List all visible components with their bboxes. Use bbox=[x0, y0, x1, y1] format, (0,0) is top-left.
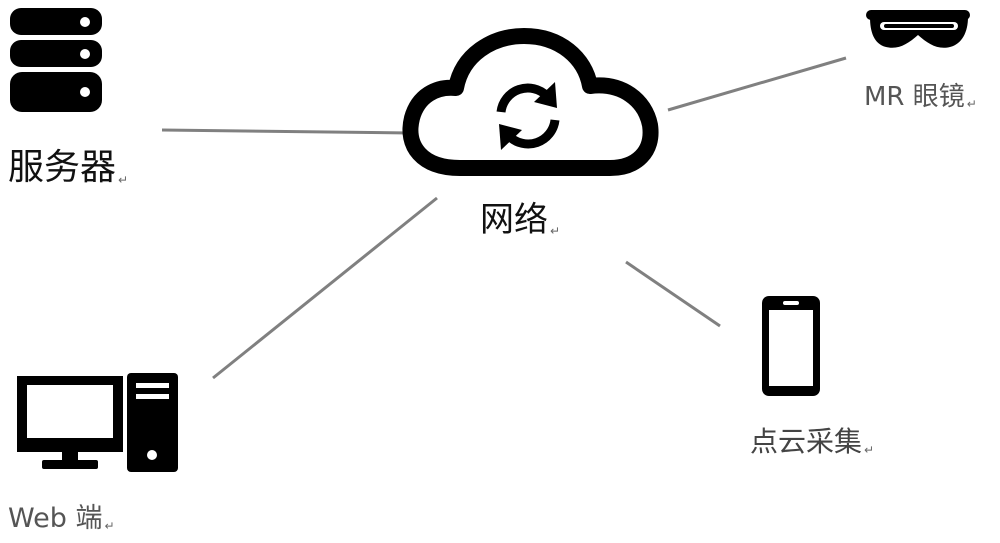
phone-label-text: 点云采集 bbox=[750, 425, 863, 458]
smartphone-icon bbox=[762, 296, 820, 396]
link-network-mr bbox=[667, 56, 847, 112]
server-label-text: 服务器 bbox=[8, 147, 117, 188]
paragraph-mark: ↵ bbox=[104, 519, 115, 533]
web-label: Web 端↵ bbox=[8, 505, 115, 532]
server-icon bbox=[10, 8, 102, 112]
network-label-text: 网络 bbox=[480, 200, 548, 240]
paragraph-mark: ↵ bbox=[118, 173, 129, 187]
desktop-computer-icon bbox=[17, 373, 178, 472]
network-label: 网络↵ bbox=[480, 203, 560, 237]
server-label: 服务器↵ bbox=[8, 147, 129, 188]
mr-label-text: MR 眼镜 bbox=[864, 82, 965, 112]
sync-arrows-icon bbox=[496, 82, 560, 150]
paragraph-mark: ↵ bbox=[966, 97, 977, 111]
link-network-web bbox=[212, 196, 438, 380]
paragraph-mark: ↵ bbox=[864, 443, 875, 457]
paragraph-mark: ↵ bbox=[550, 224, 561, 238]
mr-label: MR 眼镜↵ bbox=[864, 84, 977, 110]
phone-label: 点云采集↵ bbox=[750, 425, 875, 458]
link-network-phone bbox=[625, 260, 721, 328]
web-label-text: Web 端 bbox=[8, 503, 103, 534]
mr-glasses-icon bbox=[866, 10, 970, 48]
cloud-sync-icon bbox=[402, 28, 659, 176]
link-server-network bbox=[161, 128, 411, 135]
